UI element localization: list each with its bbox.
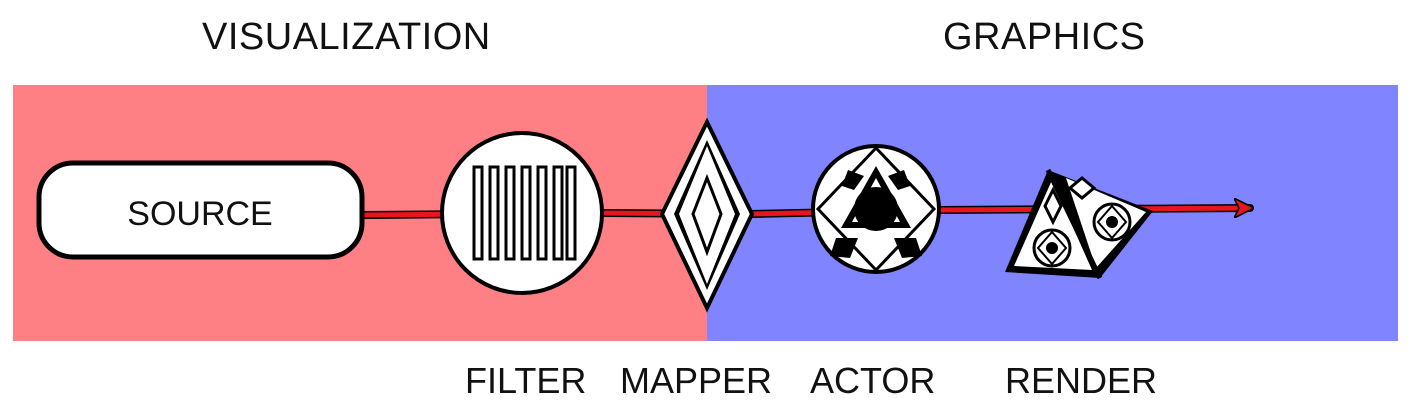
mapper-icon [659, 117, 755, 313]
actor-icon [811, 144, 941, 274]
render-label: RENDER [1005, 360, 1158, 401]
mapper-label: MAPPER [620, 360, 773, 401]
visualization-heading: VISUALIZATION [202, 16, 491, 58]
graphics-heading: GRAPHICS [943, 16, 1146, 58]
render-icon [1005, 168, 1153, 280]
filter-icon [440, 131, 604, 295]
actor-label: ACTOR [810, 360, 936, 401]
filter-label: FILTER [465, 360, 587, 401]
source-node: SOURCE [36, 160, 365, 260]
source-label: SOURCE [127, 195, 272, 233]
